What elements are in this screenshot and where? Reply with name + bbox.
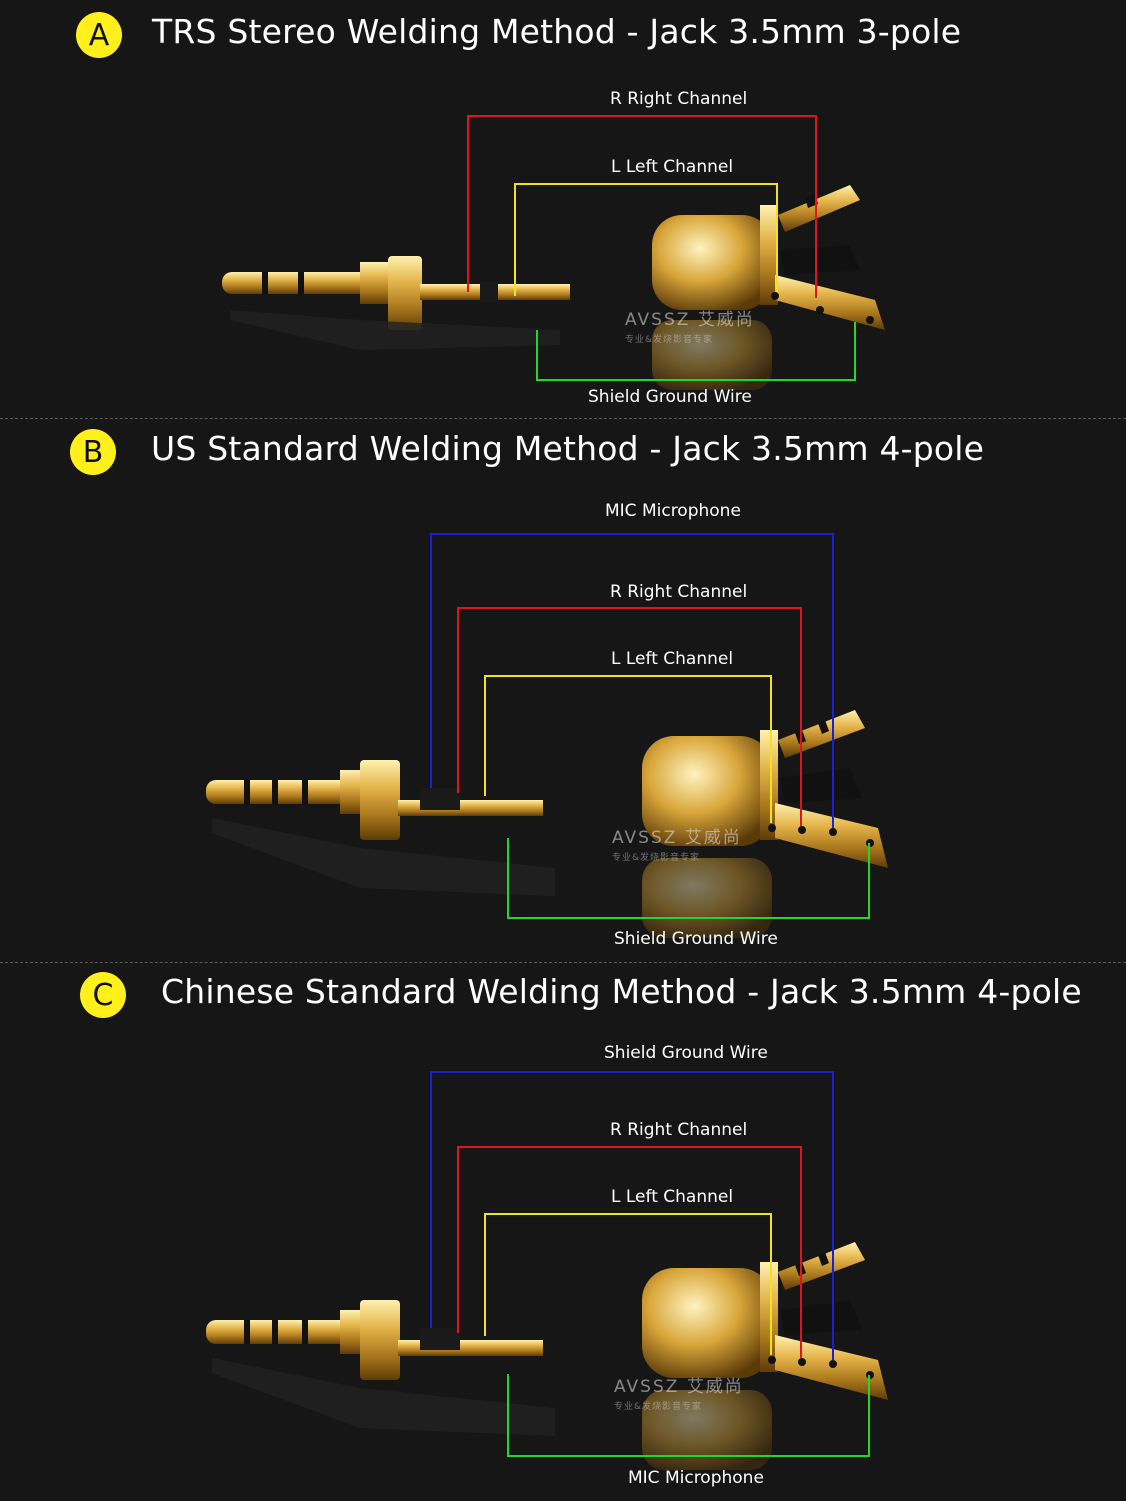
watermark-brand: AVSSZ: [612, 828, 678, 848]
wire-label-green-c: MIC Microphone: [628, 1468, 764, 1488]
section-b: B US Standard Welding Method - Jack 3.5m…: [0, 418, 1126, 962]
angle-plug-c: [642, 1242, 888, 1470]
wiring-diagram-c: [206, 1071, 888, 1470]
wiring-diagram-a: [222, 115, 885, 390]
watermark-brand: AVSSZ: [625, 310, 691, 330]
watermark-tagline: 专业&发烧影音专家: [612, 853, 701, 863]
angle-plug-a: [652, 185, 885, 390]
section-a: A TRS Stereo Welding Method - Jack 3.5mm…: [0, 0, 1126, 418]
watermark-brand: AVSSZ: [614, 1377, 680, 1397]
wire-blue-b: [430, 533, 834, 828]
section-badge-a: A: [76, 12, 122, 58]
wire-label-red-a: R Right Channel: [610, 89, 748, 109]
wire-label-red-b: R Right Channel: [610, 582, 748, 602]
wire-red-a: [467, 115, 817, 298]
wire-label-yellow-b: L Left Channel: [611, 649, 734, 669]
watermark-tagline: 专业&发烧影音专家: [625, 335, 714, 345]
section-c: C Chinese Standard Welding Method - Jack…: [0, 962, 1126, 1501]
watermark-chinese: 艾威尚: [686, 1377, 744, 1397]
watermark-c: AVSSZ 艾威尚 专业&发烧影音专家: [614, 1372, 744, 1412]
section-title-b: US Standard Welding Method - Jack 3.5mm …: [151, 429, 985, 468]
wire-green-c: [507, 1374, 870, 1457]
section-divider: [0, 962, 1126, 963]
wire-label-green-b: Shield Ground Wire: [614, 929, 778, 949]
wire-label-red-c: R Right Channel: [610, 1120, 748, 1140]
wire-yellow-a: [514, 183, 778, 296]
wiring-diagram-b: [206, 533, 888, 938]
watermark-a: AVSSZ 艾威尚 专业&发烧影音专家: [625, 305, 755, 345]
section-divider: [0, 418, 1126, 419]
section-title-c: Chinese Standard Welding Method - Jack 3…: [161, 972, 1082, 1011]
section-title-a: TRS Stereo Welding Method - Jack 3.5mm 3…: [152, 12, 962, 51]
watermark-tagline: 专业&发烧影音专家: [614, 1402, 703, 1412]
straight-plug-b: [206, 760, 555, 896]
wire-label-yellow-c: L Left Channel: [611, 1187, 734, 1207]
wire-blue-c: [430, 1071, 834, 1360]
wire-red-b: [457, 607, 802, 826]
watermark-chinese: 艾威尚: [684, 828, 742, 848]
wire-yellow-c: [484, 1213, 772, 1355]
wire-label-yellow-a: L Left Channel: [611, 157, 734, 177]
wire-green-b: [507, 838, 870, 919]
wire-label-blue-b: MIC Microphone: [605, 501, 741, 521]
wire-red-c: [457, 1146, 802, 1358]
section-badge-b: B: [70, 429, 116, 475]
watermark-b: AVSSZ 艾威尚 专业&发烧影音专家: [612, 823, 742, 863]
wire-label-blue-c: Shield Ground Wire: [604, 1043, 768, 1063]
wire-green-a: [536, 322, 856, 381]
wire-label-green-a: Shield Ground Wire: [588, 387, 752, 407]
watermark-chinese: 艾威尚: [697, 310, 755, 330]
straight-plug-c: [206, 1300, 555, 1436]
wire-yellow-b: [484, 675, 772, 823]
section-badge-c: C: [80, 972, 126, 1018]
straight-plug-a: [222, 256, 570, 350]
